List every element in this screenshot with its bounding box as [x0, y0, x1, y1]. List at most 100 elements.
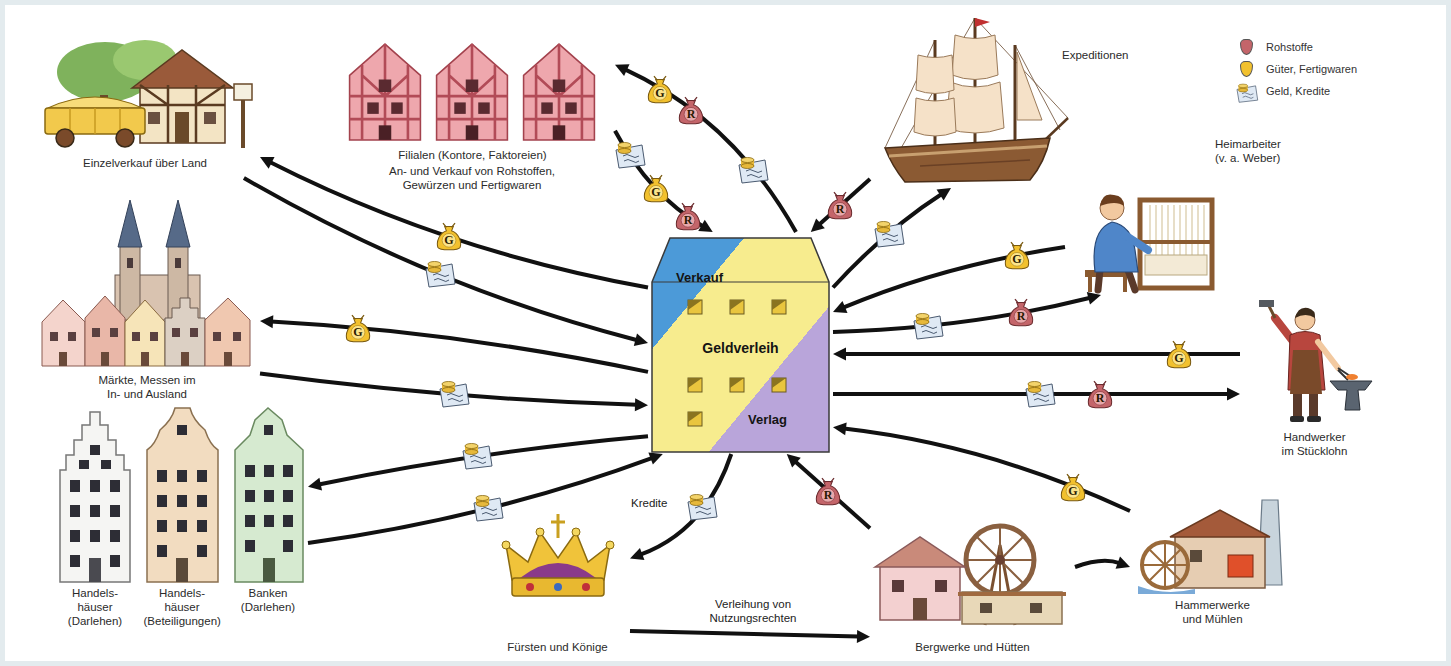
flow-line [1075, 561, 1120, 567]
window [730, 300, 744, 314]
flow-line [795, 461, 870, 528]
node-caption: Handwerker im Stücklohn [1277, 430, 1352, 458]
flow-line [308, 458, 652, 543]
arrowhead [615, 64, 630, 76]
section-label: Verkauf [676, 270, 746, 286]
bag-letter: R [832, 201, 848, 217]
node-caption: An- und Verkauf von Rohstoffen, Gewürzen… [377, 164, 567, 192]
homeworker-node: Heimarbeiter (v. a. Weber) [1065, 135, 1305, 295]
section-label: Geldverleih [668, 340, 813, 356]
flow-line [843, 247, 1065, 308]
arrowhead [260, 157, 275, 169]
expedition-node: Expeditionen [870, 8, 1140, 188]
flow-arrow [833, 188, 951, 288]
market-node: Märkte, Messen im In- und Ausland [35, 195, 260, 405]
money-icon [463, 444, 492, 470]
window [772, 300, 786, 314]
flow-arrow [615, 64, 796, 232]
raw-material-bag [1088, 381, 1111, 408]
bag-letter: G [652, 85, 668, 101]
money-icon [440, 382, 469, 408]
goods-bag [437, 223, 460, 250]
node-caption: Hammerwerke und Mühlen [1165, 598, 1260, 626]
craftsman-node: Handwerker im Stücklohn [1240, 300, 1390, 470]
flow-arrow [811, 179, 870, 232]
node-caption: Heimarbeiter (v. a. Weber) [1215, 137, 1290, 165]
flow-line [625, 69, 796, 232]
raw-material-bag [828, 192, 851, 219]
node-caption: Einzelverkauf über Land [30, 156, 260, 170]
bag-letter: G [648, 184, 664, 200]
arrowhead [1087, 292, 1101, 305]
node-caption: Märkte, Messen im In- und Ausland [92, 373, 202, 401]
legend-text: Geld, Kredite [1266, 84, 1330, 98]
hammer-mill-node: Hammerwerke und Mühlen [1130, 490, 1295, 630]
flow-arrow [308, 436, 648, 490]
goods-bag [1005, 242, 1028, 269]
arrowhead [937, 188, 951, 201]
bag-letter: R [820, 487, 836, 503]
goods-bag [1167, 341, 1190, 368]
arrowhead [648, 452, 662, 464]
flow-arrow [833, 422, 1130, 511]
arrowhead [260, 315, 273, 328]
bag-letter: G [1009, 251, 1025, 267]
window-shade [688, 412, 702, 422]
flow-line [244, 178, 637, 340]
money-icon [914, 314, 943, 340]
raw-material-bag [679, 97, 702, 124]
arrowhead [308, 478, 322, 491]
flow-arrow [260, 315, 648, 372]
section-label: Verlag [748, 412, 818, 428]
flow-arrow [260, 374, 648, 412]
money-icon [616, 143, 645, 169]
money-icon [875, 222, 904, 248]
bank-node: Banken (Darlehen) [228, 408, 308, 633]
flow-arrow [787, 454, 870, 528]
edge-label: Kredite [628, 496, 670, 510]
money-icon [1026, 382, 1055, 408]
goods-bag [644, 175, 667, 202]
bag-letter: R [683, 106, 699, 122]
arrowhead [630, 548, 644, 560]
money-icon [474, 496, 503, 522]
flow-line [271, 322, 648, 372]
arrowhead [811, 218, 825, 232]
window-shade [772, 378, 786, 388]
window-shade [730, 300, 744, 310]
money-icon [739, 158, 768, 184]
window [688, 300, 702, 314]
partner-house-node: Handels- häuser (Beteiligungen) [140, 408, 225, 633]
bag-letter: G [1171, 350, 1187, 366]
bag-letter: G [441, 232, 457, 248]
window [688, 412, 702, 426]
window [688, 378, 702, 392]
flow-line [630, 631, 859, 636]
node-caption: Fürsten und Könige [485, 640, 630, 654]
flow-arrow [1075, 556, 1130, 568]
window [772, 378, 786, 392]
arrowhead [635, 398, 648, 411]
goods-bag [346, 315, 369, 342]
flow-line [819, 179, 870, 225]
flow-line [844, 429, 1130, 511]
money-icon [688, 495, 717, 521]
raw-material-bag [676, 203, 699, 230]
arrowhead [787, 454, 801, 468]
goods-bag [1061, 474, 1084, 501]
node-caption: Banken (Darlehen) [232, 586, 304, 614]
sales-node: Einzelverkauf über Land [30, 38, 260, 178]
arrowhead [833, 301, 848, 313]
arrowhead [698, 220, 713, 232]
node-caption: Handels- häuser (Beteiligungen) [144, 586, 221, 628]
arrowhead [634, 333, 648, 346]
flow-line [833, 298, 1090, 332]
goods-bag [648, 76, 671, 103]
node-caption: Bergwerke und Hütten [870, 640, 1075, 654]
legend-money-icon [1237, 84, 1258, 102]
flow-arrow [244, 178, 648, 346]
legend-swatch [1240, 39, 1253, 55]
bag-letter: R [1013, 308, 1029, 324]
raw-material-bag [816, 478, 839, 505]
